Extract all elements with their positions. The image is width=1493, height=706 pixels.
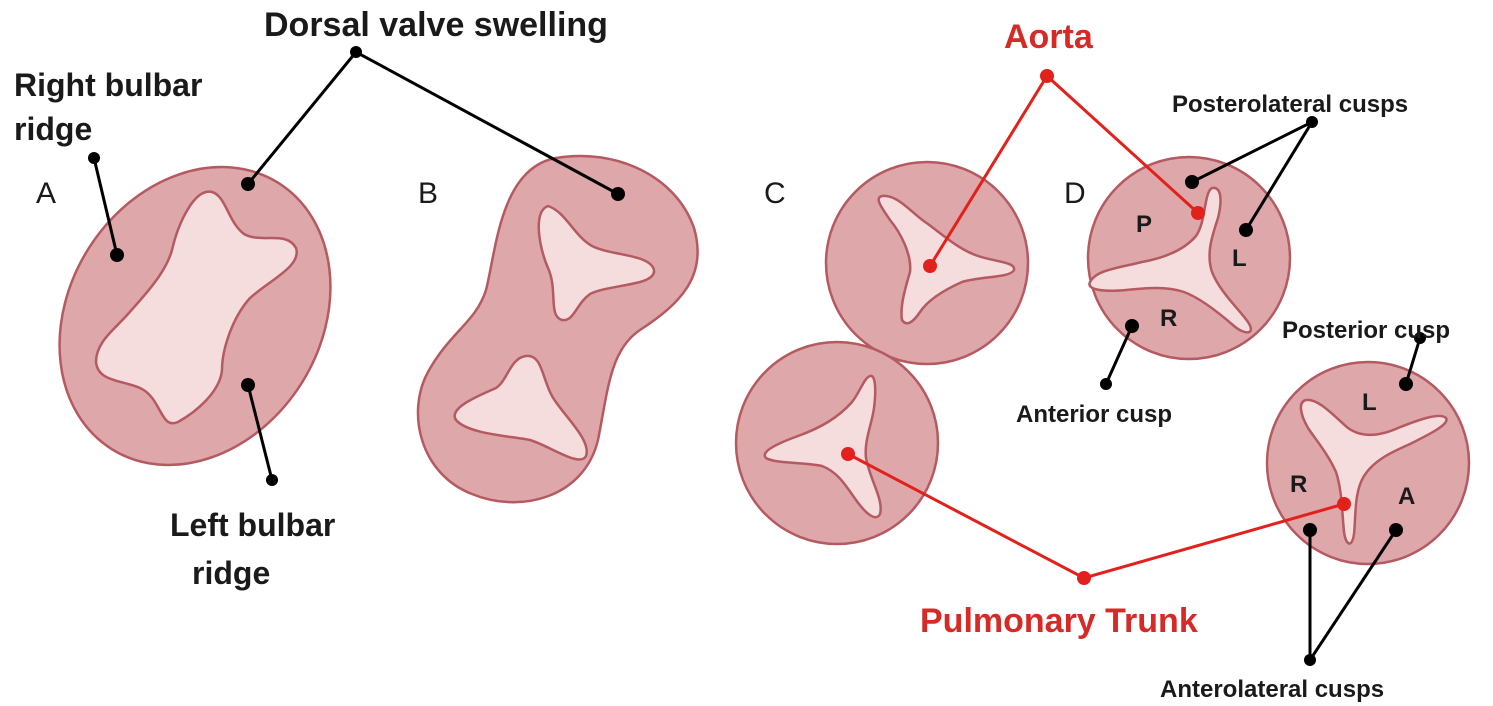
posterolateral-dot-l bbox=[1239, 223, 1253, 237]
anterior-cusp-leader bbox=[1106, 326, 1132, 384]
cusp-letter-pulmonary-a: A bbox=[1398, 483, 1415, 510]
panel-letter-b: B bbox=[418, 177, 438, 210]
label-left-bulbar-ridge-1: Left bulbar bbox=[170, 507, 335, 543]
cusp-letter-aorta-r: R bbox=[1160, 305, 1177, 332]
posterolateral-dot-p bbox=[1185, 175, 1199, 189]
cusp-letter-aorta-p: P bbox=[1136, 211, 1152, 238]
label-anterior-cusp: Anterior cusp bbox=[1016, 401, 1172, 428]
label-dorsal-valve-swelling: Dorsal valve swelling bbox=[264, 6, 608, 44]
right-bulbar-dot bbox=[110, 248, 124, 262]
label-pulmonary-trunk: Pulmonary Trunk bbox=[920, 602, 1198, 640]
label-posterolateral-cusps: Posterolateral cusps bbox=[1172, 91, 1408, 118]
aorta-dot-d bbox=[1191, 206, 1205, 220]
panel-letter-a: A bbox=[36, 177, 56, 210]
left-bulbar-dot-bottom bbox=[266, 474, 278, 486]
panel-b-dividing-truncus bbox=[418, 156, 698, 502]
panel-letter-d: D bbox=[1064, 177, 1086, 210]
dorsal-valve-dot-b bbox=[611, 187, 625, 201]
anterolateral-dot-hub bbox=[1304, 654, 1316, 666]
label-right-bulbar-ridge-2: ridge bbox=[14, 111, 92, 147]
anterior-cusp-dot bbox=[1125, 319, 1139, 333]
anterolateral-dot-r bbox=[1303, 523, 1317, 537]
aorta-dot-hub bbox=[1040, 69, 1054, 83]
anterolateral-dot-a bbox=[1389, 523, 1403, 537]
label-left-bulbar-ridge-2: ridge bbox=[192, 555, 270, 591]
label-posterior-cusp: Posterior cusp bbox=[1282, 317, 1450, 344]
anterior-cusp-dot-end bbox=[1100, 378, 1112, 390]
right-bulbar-dot-top bbox=[88, 152, 100, 164]
dorsal-valve-dot-a bbox=[241, 177, 255, 191]
pulmonary-dot-d bbox=[1337, 497, 1351, 511]
cusp-letter-pulmonary-r: R bbox=[1290, 471, 1307, 498]
panel-letter-c: C bbox=[764, 177, 786, 210]
cusp-letter-pulmonary-l: L bbox=[1362, 389, 1377, 416]
label-anterolateral-cusps: Anterolateral cusps bbox=[1160, 676, 1384, 703]
aorta-dot-c bbox=[923, 259, 937, 273]
dorsal-valve-dot-hub bbox=[350, 46, 362, 58]
label-aorta: Aorta bbox=[1004, 18, 1094, 56]
label-right-bulbar-ridge-1: Right bulbar bbox=[14, 67, 202, 103]
left-bulbar-dot bbox=[241, 378, 255, 392]
posterior-cusp-dot bbox=[1399, 377, 1413, 391]
panel-a-truncus bbox=[5, 116, 385, 516]
pulmonary-dot-hub bbox=[1077, 571, 1091, 585]
pulmonary-dot-c bbox=[841, 447, 855, 461]
panel-c-great-vessels bbox=[736, 162, 1028, 544]
cusp-letter-aorta-l: L bbox=[1232, 245, 1247, 272]
